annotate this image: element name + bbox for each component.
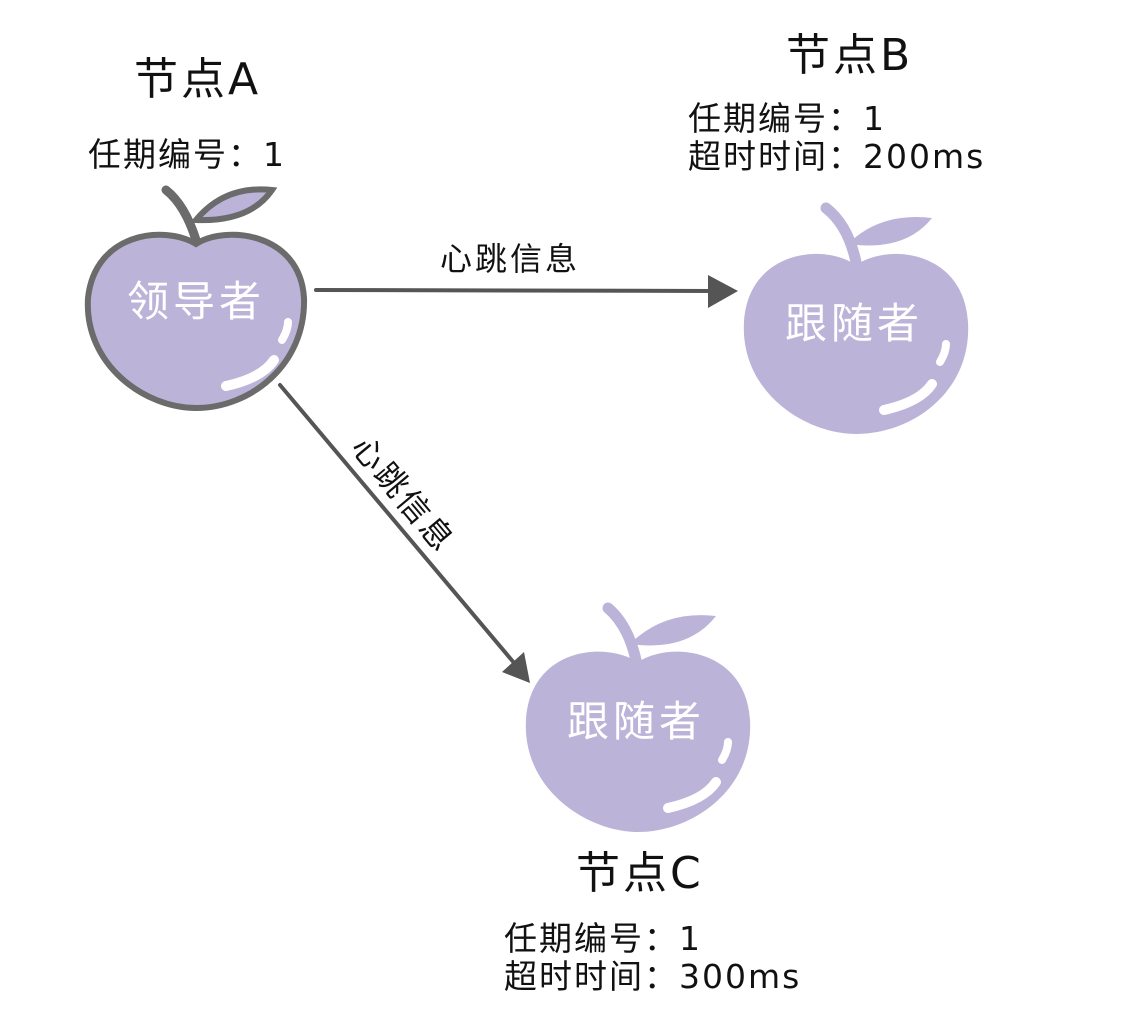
node-a-role: 领导者: [127, 277, 265, 326]
apple-leaf-a: [189, 186, 278, 224]
edge-a-to-c: 心跳信息: [278, 383, 530, 683]
apple-stem-c: [602, 602, 642, 666]
arrow-line-a-to-c: [278, 383, 517, 666]
apple-highlight-b-long: [879, 379, 937, 415]
apple-highlight-a-short: [278, 318, 292, 344]
arrowhead-a-to-b: [708, 275, 738, 308]
node-a-apple: 领导者: [84, 185, 308, 412]
apple-stem-a: [161, 185, 201, 245]
node-c-timeout: 超时时间：300ms: [504, 956, 802, 996]
arrowhead-a-to-c: [502, 652, 530, 683]
apple-highlight-c-long: [663, 777, 721, 813]
apple-stem-b: [820, 202, 862, 268]
apple-body-c: [525, 651, 751, 832]
node-b-title: 节点B: [786, 30, 914, 81]
node-b-timeout: 超时时间：200ms: [688, 136, 986, 176]
node-a-title: 节点A: [134, 54, 262, 105]
apple-body-a: [84, 231, 308, 412]
node-a-term: 任期编号：1: [88, 135, 286, 174]
node-a-info: 任期编号：1: [88, 136, 286, 174]
edge-a-to-b: 心跳信息: [314, 240, 738, 308]
apple-body-b: [743, 253, 969, 434]
arrow-line-a-to-b: [314, 288, 714, 293]
edge-label-a-to-b: 心跳信息: [440, 240, 580, 278]
node-b-term: 任期编号：1: [688, 99, 886, 138]
apple-highlight-b-short: [936, 340, 950, 366]
node-b-info: 任期编号：1 超时时间：200ms: [688, 100, 985, 176]
node-b-role: 跟随者: [785, 299, 923, 348]
apple-leaf-c: [630, 615, 716, 646]
apple-leaf-b: [848, 217, 932, 246]
apple-highlight-a-long: [221, 355, 279, 391]
node-c-apple: 跟随者: [525, 602, 751, 832]
node-c-info: 任期编号：1 超时时间：300ms: [504, 920, 801, 996]
apple-highlight-c-short: [718, 738, 732, 764]
node-c-term: 任期编号：1: [504, 919, 702, 958]
edge-label-a-to-c: 心跳信息: [344, 429, 463, 561]
node-b-apple: 跟随者: [743, 202, 969, 434]
node-c-role: 跟随者: [567, 697, 705, 746]
node-c-title: 节点C: [576, 848, 704, 899]
